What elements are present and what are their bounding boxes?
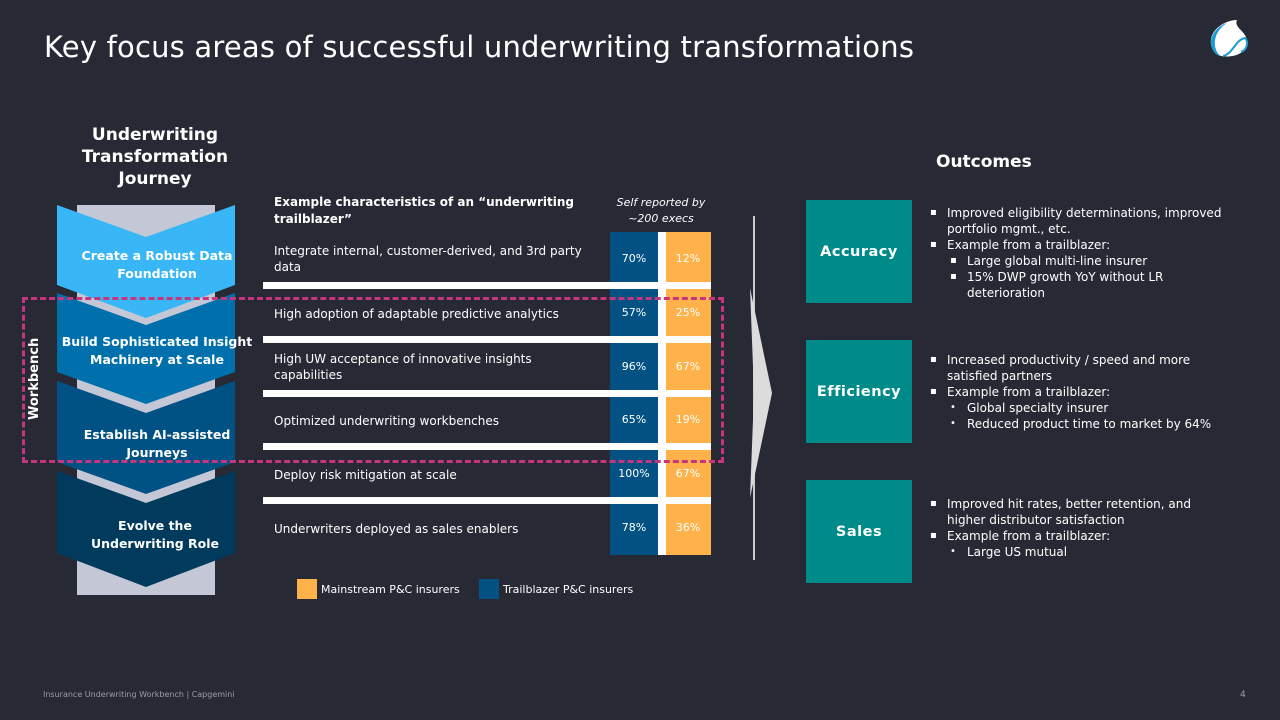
workbench-label: Workbench	[27, 337, 42, 420]
step-label: Create a Robust Data Foundation	[81, 248, 233, 281]
mainstream-value: 67%	[675, 360, 701, 373]
sub-bullet: 15% DWP growth YoY without LR deteriorat…	[950, 269, 1180, 301]
footer-text: Insurance Underwriting Workbench | Capge…	[43, 690, 235, 699]
journey-title: Underwriting Transformation Journey	[81, 125, 229, 189]
mainstream-value: 36%	[675, 521, 701, 534]
trailblazer-value: 100%	[618, 467, 650, 480]
outcome-accuracy: Accuracy	[806, 200, 912, 303]
arrow-right-icon	[750, 288, 772, 498]
legend-trailblazer-swatch	[479, 579, 499, 599]
chevron-step-4	[57, 471, 235, 587]
page-number: 4	[1240, 690, 1246, 700]
row-divider	[263, 336, 711, 343]
row-text: High adoption of adaptable predictive an…	[274, 307, 559, 321]
outcome-efficiency: Efficiency	[806, 340, 912, 443]
legend-mainstream-label: Mainstream P&C insurers	[321, 583, 460, 596]
row-divider	[263, 497, 711, 504]
self-reported-note: Self reported by ~200 execs	[616, 196, 706, 225]
sub-bullet: Reduced product time to market by 64%	[950, 416, 1240, 432]
outcome-sales: Sales	[806, 480, 912, 583]
row-divider	[263, 282, 711, 289]
row-text: High UW acceptance of innovative insight…	[274, 352, 532, 382]
row-text: Integrate internal, customer-derived, an…	[274, 244, 582, 274]
mainstream-value: 25%	[675, 306, 701, 319]
row-text: Underwriters deployed as sales enablers	[274, 522, 519, 536]
chevron-step-1	[57, 205, 235, 318]
trailblazer-value: 96%	[621, 360, 647, 373]
row-divider	[263, 443, 711, 450]
outcomes-title: Outcomes	[936, 152, 1032, 172]
bullet: Example from a trailblazer:	[930, 384, 1240, 400]
step-label: Evolve the Underwriting Role	[90, 518, 220, 551]
bullet: Increased productivity / speed and more …	[930, 352, 1220, 384]
efficiency-bullets: Increased productivity / speed and more …	[930, 352, 1240, 432]
bullet: Example from a trailblazer:	[930, 237, 1240, 253]
sales-bullets: Improved hit rates, better retention, an…	[930, 496, 1240, 560]
trailblazer-value: 78%	[621, 521, 647, 534]
row-text: Optimized underwriting workbenches	[274, 414, 500, 428]
sub-bullet: Global specialty insurer	[950, 400, 1240, 416]
legend-mainstream-swatch	[297, 579, 317, 599]
capgemini-logo	[1210, 20, 1249, 57]
bullet: Example from a trailblazer:	[930, 528, 1240, 544]
step-label: Build Sophisticated Insight Machinery at…	[61, 334, 253, 367]
step-label: Establish AI-assisted Journeys	[83, 427, 231, 460]
sub-bullet: Large global multi-line insurer	[950, 253, 1240, 269]
accuracy-bullets: Improved eligibility determinations, imp…	[930, 205, 1240, 301]
mainstream-value: 67%	[675, 467, 701, 480]
trailblazer-value: 70%	[621, 252, 647, 265]
mainstream-value: 12%	[675, 252, 701, 265]
row-text: Deploy risk mitigation at scale	[274, 468, 457, 482]
legend-trailblazer-label: Trailblazer P&C insurers	[503, 583, 634, 596]
mainstream-value: 19%	[675, 413, 701, 426]
bullet: Improved eligibility determinations, imp…	[930, 205, 1240, 237]
chevron-step-3	[57, 381, 235, 494]
row-divider	[263, 390, 711, 397]
sub-bullet: Large US mutual	[950, 544, 1240, 560]
chevron-step-2	[57, 293, 235, 404]
table-header: Example characteristics of an “underwrit…	[274, 195, 574, 226]
journey-chevrons	[57, 205, 235, 595]
divider-line	[753, 216, 755, 560]
trailblazer-value: 57%	[621, 306, 647, 319]
bullet: Improved hit rates, better retention, an…	[930, 496, 1220, 528]
trailblazer-value: 65%	[621, 413, 647, 426]
page-title: Key focus areas of successful underwriti…	[44, 30, 915, 64]
